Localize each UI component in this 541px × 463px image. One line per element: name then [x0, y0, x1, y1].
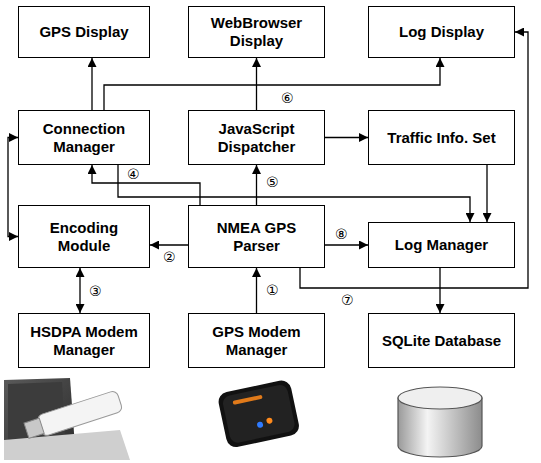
flow-arrow [256, 58, 257, 110]
flow-arrow [92, 165, 200, 205]
box-label: WebBrowser Display [195, 14, 318, 50]
flow-arrow [104, 58, 440, 110]
box-label: HSDPA Modem Manager [25, 323, 143, 359]
callout-number: ⑥ [280, 90, 295, 106]
usb-modem-picture [4, 378, 130, 460]
flow-arrow [150, 244, 188, 245]
flow-arrow [300, 32, 528, 288]
process-box: Log Manager [368, 222, 515, 268]
flow-arrow [325, 137, 368, 138]
box-label: JavaScript Dispatcher [195, 120, 318, 156]
process-box: Connection Manager [18, 110, 150, 165]
box-label: GPS Modem Manager [195, 323, 318, 359]
flow-arrow [256, 268, 257, 313]
flow-arrow [486, 165, 487, 222]
process-box: WebBrowser Display [188, 6, 325, 58]
process-box: NMEA GPS Parser [188, 205, 325, 268]
process-box: JavaScript Dispatcher [188, 110, 325, 165]
database-cylinder-picture [398, 387, 482, 457]
box-label: GPS Display [39, 23, 128, 41]
callout-number: ⑦ [340, 292, 355, 308]
callout-number: ③ [88, 283, 103, 299]
box-label: Log Manager [395, 236, 488, 254]
process-box: GPS Modem Manager [188, 313, 325, 368]
box-label: Traffic Info. Set [387, 129, 495, 147]
flow-arrow [91, 58, 92, 110]
flow-arrow [439, 268, 440, 313]
callout-number: ① [265, 282, 280, 298]
flow-arrow [325, 244, 368, 245]
flow-arrow [256, 165, 257, 205]
process-box: Traffic Info. Set [368, 110, 515, 165]
process-box: Encoding Module [18, 205, 150, 268]
flow-arrow [79, 268, 80, 313]
process-box: HSDPA Modem Manager [18, 313, 150, 368]
process-box: GPS Display [18, 6, 150, 58]
callout-number: ② [162, 249, 177, 265]
box-label: Encoding Module [25, 219, 143, 255]
callout-number: ⑤ [265, 174, 280, 190]
process-box: SQLite Database [368, 313, 515, 368]
gps-receiver-picture [217, 379, 301, 449]
callout-number: ⑧ [334, 226, 349, 242]
box-label: Log Display [399, 23, 484, 41]
flow-arrow [8, 138, 18, 237]
box-label: SQLite Database [382, 332, 501, 350]
callout-number: ④ [126, 166, 141, 182]
box-label: NMEA GPS Parser [195, 219, 318, 255]
box-label: Connection Manager [25, 120, 143, 156]
process-box: Log Display [368, 6, 515, 58]
